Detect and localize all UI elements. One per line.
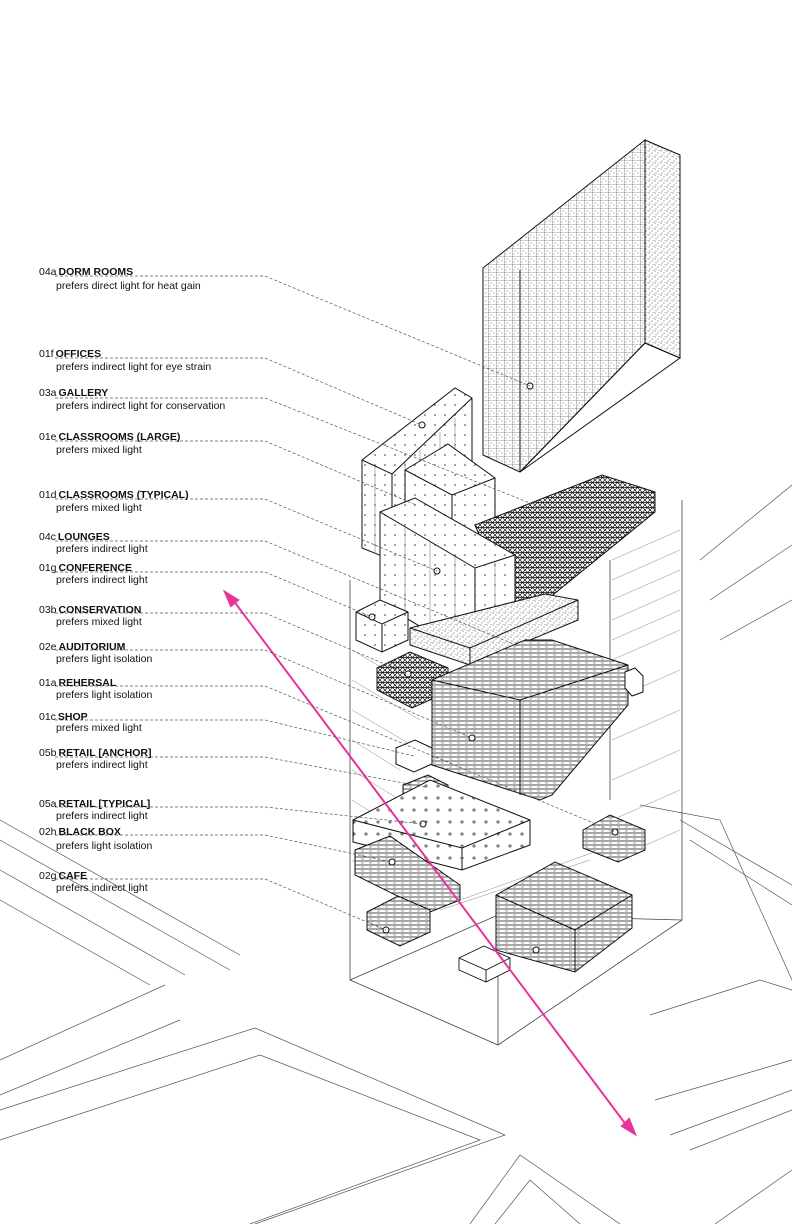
program-labels: 04a DORM ROOMS prefers direct light for … [39,266,225,894]
label-code: 02g [39,870,57,882]
label-name: CONSERVATION [59,604,142,616]
label-retail-typical: 05a RETAIL [TYPICAL] prefers indirect li… [39,798,150,822]
label-name: CAFE [59,870,88,882]
label-code: 03b [39,604,57,616]
label-code: 01c [39,711,56,723]
label-desc: prefers indirect light [56,882,148,894]
label-rehersal: 01a REHERSAL prefers light isolation [39,677,152,701]
volume-shop [395,667,644,773]
label-name: BLACK BOX [59,826,121,838]
sun-path-arrow [222,589,638,1137]
label-desc: prefers mixed light [56,722,142,734]
volume-dorm-rooms [482,138,682,473]
label-code: 02e [39,641,57,653]
label-code: 04a [39,266,57,278]
label-classrooms-large: 01e CLASSROOMS (LARGE) prefers mixed lig… [39,431,180,456]
label-desc: prefers indirect light [56,810,148,822]
label-desc: prefers mixed light [56,616,142,628]
label-name: RETAIL [TYPICAL] [59,798,151,810]
label-desc: prefers light isolation [56,653,152,665]
label-desc: prefers indirect light for conservation [56,400,225,412]
label-shop: 01c SHOP prefers mixed light [39,711,142,734]
label-name: CLASSROOMS (TYPICAL) [59,489,189,501]
label-desc: prefers light isolation [56,689,152,701]
label-name: RETAIL [ANCHOR] [59,747,152,759]
volume-ground-kiosk [458,945,511,983]
label-code: 03a [39,387,57,399]
label-desc: prefers indirect light [56,759,148,771]
label-gallery: 03a GALLERY prefers indirect light for c… [39,387,225,412]
label-desc: prefers indirect light [56,574,148,586]
label-desc: prefers mixed light [56,444,142,456]
volume-lower-hall [495,861,633,973]
label-name: LOUNGES [58,531,110,543]
label-cafe: 02g CAFE prefers indirect light [39,870,148,894]
volume-black-box [354,835,461,913]
volume-lounges [409,593,579,666]
label-code: 01f [39,348,54,360]
label-conservation: 03b CONSERVATION prefers mixed light [39,604,142,628]
volume-conservation [376,651,449,709]
label-name: SHOP [58,711,88,723]
label-name: AUDITORIUM [59,641,126,653]
label-auditorium: 02e AUDITORIUM prefers light isolation [39,641,152,665]
volume-auditorium [431,639,629,801]
label-code: 05b [39,747,57,759]
volume-conference [355,599,409,653]
volume-rehersal [582,814,646,863]
label-code: 01e [39,431,57,443]
leader-lines [55,275,616,931]
label-dorm-rooms: 04a DORM ROOMS prefers direct light for … [39,266,201,292]
label-name: REHERSAL [59,677,117,689]
label-desc: prefers mixed light [56,502,142,514]
label-classrooms-typical: 01d CLASSROOMS (TYPICAL) prefers mixed l… [39,489,189,514]
label-name: GALLERY [59,387,109,399]
label-code: 04c [39,531,56,543]
label-code: 02h [39,826,57,838]
label-desc: prefers indirect light [56,543,148,555]
label-name: OFFICES [56,348,102,360]
site-ground-plane [0,484,792,1224]
label-code: 01g [39,562,57,574]
label-code: 01d [39,489,57,501]
volume-cafe [366,895,431,947]
label-desc: prefers direct light for heat gain [56,280,201,292]
label-code: 05a [39,798,57,810]
label-name: DORM ROOMS [59,266,134,278]
label-name: CONFERENCE [59,562,133,574]
label-lounges: 04c LOUNGES prefers indirect light [39,531,148,555]
label-retail-anchor: 05b RETAIL [ANCHOR] prefers indirect lig… [39,747,151,771]
label-offices: 01f OFFICES prefers indirect light for e… [39,348,211,373]
label-name: CLASSROOMS (LARGE) [59,431,181,443]
label-code: 01a [39,677,57,689]
label-black-box: 02h BLACK BOX prefers light isolation [39,826,152,852]
label-desc: prefers indirect light for eye strain [56,361,211,373]
label-desc: prefers light isolation [56,840,152,852]
label-conference: 01g CONFERENCE prefers indirect light [39,562,148,586]
